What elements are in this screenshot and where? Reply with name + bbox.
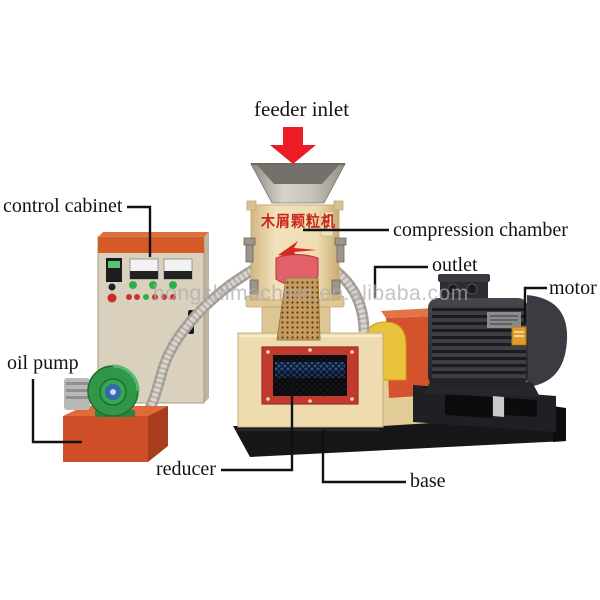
label-motor: motor (549, 277, 597, 299)
mount-label (493, 396, 504, 417)
label-feeder-inlet: feeder inlet (254, 97, 350, 121)
leader-outlet (373, 265, 428, 298)
machine-nameplate-text: 木屑颗粒机 (261, 213, 336, 231)
feeder-inlet-arrow (270, 127, 316, 164)
reducer-window (261, 346, 359, 405)
base-cabinet (237, 332, 384, 428)
oil-tank-front (63, 416, 148, 462)
pump-motor-silver (64, 378, 90, 410)
chamber-clamps (243, 237, 347, 295)
cabinet-panel-meters (129, 258, 193, 280)
motor-mount (413, 385, 556, 432)
cabinet-side-face (204, 232, 209, 403)
watermark-text: hongshimachine.en.alibaba.com (153, 282, 469, 305)
motor (424, 274, 568, 397)
label-outlet: outlet (432, 254, 478, 276)
window-bolts (266, 348, 354, 403)
motor-rear-bell (527, 295, 568, 387)
leader-oil-pump (31, 379, 82, 444)
label-reducer: reducer (156, 458, 216, 480)
label-compression-chamber: compression chamber (393, 219, 568, 241)
direction-arrow-decal (278, 241, 317, 259)
oil-pump-assembly (63, 364, 168, 462)
label-oil-pump: oil pump (7, 352, 79, 374)
leader-control-cabinet (127, 205, 152, 257)
cabinet-buttons (107, 281, 177, 303)
hose-left (142, 265, 256, 417)
base-end-flange (553, 406, 566, 442)
feed-hopper (250, 163, 346, 204)
perforated-chute (276, 277, 321, 341)
leader-motor (523, 286, 547, 322)
label-control-cabinet: control cabinet (3, 195, 123, 217)
leader-reducer (221, 377, 294, 472)
label-base: base (410, 470, 446, 492)
cabinet-top-face (98, 232, 209, 237)
leader-lines (31, 205, 547, 484)
pellet-mill-body (243, 163, 347, 341)
leader-base (321, 430, 406, 484)
oil-tank-side (148, 406, 168, 462)
